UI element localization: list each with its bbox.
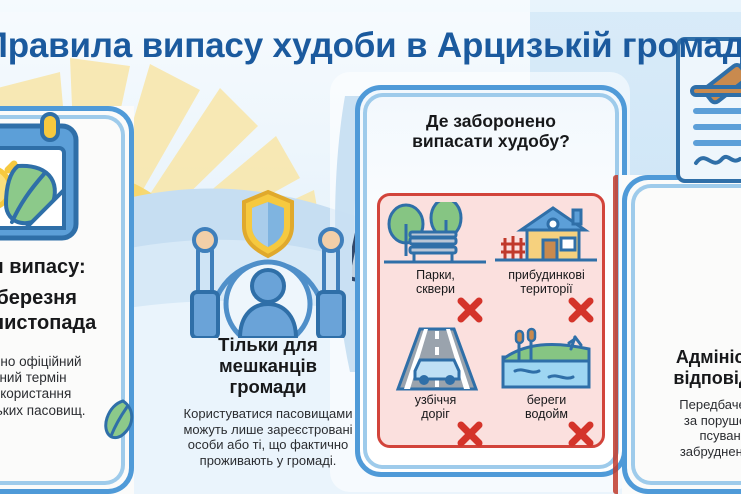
card-right-red-rail — [613, 175, 618, 494]
forbidden-card-heading: Де заборонено випасати худобу? — [412, 111, 570, 152]
forbidden-item-label: Парки, сквери — [415, 268, 456, 296]
season-card-title: Сезон випасу: — [0, 256, 86, 278]
forbidden-item-parks: Парки, сквери — [380, 196, 491, 323]
card-right-inner-border — [631, 184, 741, 485]
red-x-icon — [568, 421, 594, 447]
gavel-document-seal-icon — [668, 21, 741, 193]
park-bench-trees-icon — [380, 197, 491, 266]
house-fence-icon — [491, 202, 602, 266]
forbidden-item-house-areas: прибудинкові території — [491, 196, 602, 323]
forbidden-item-label: прибудинкові території — [508, 268, 585, 296]
forbidden-items-grid: Парки, сквери — [377, 193, 605, 448]
liability-card-heading: Адміністративна відповідальність — [673, 347, 741, 388]
residents-text-block: Тільки для мешканців громади Користувати… — [160, 334, 376, 469]
leaf-icon — [101, 398, 137, 442]
residents-card-description: Користуватися пасовищами можуть лише зар… — [183, 406, 353, 469]
red-x-icon — [457, 297, 483, 323]
card-right-outer-border — [622, 175, 741, 494]
red-x-icon — [568, 297, 594, 323]
road-car-icon — [380, 327, 491, 391]
liability-card-description: Передбачені покарання за порушення прави… — [679, 397, 741, 459]
water-reeds-icon — [491, 327, 602, 391]
card-forbidden-places: Де заборонено випасати худобу? — [355, 85, 627, 477]
red-x-icon — [457, 421, 483, 447]
calendar-sun-leaf-icon — [0, 112, 94, 250]
gate-person-shield-icon — [182, 186, 354, 349]
forbidden-item-label: узбіччя доріг — [414, 392, 457, 421]
residents-card-title: Тільки для мешканців громади — [218, 334, 318, 398]
card-left-inner-border — [0, 115, 125, 485]
season-card-dates: з 15 березня по 15 листопада — [0, 287, 97, 334]
forbidden-item-water-banks: береги водойм — [491, 321, 602, 447]
season-card-description: Визначено офіційний щорічний термін для … — [0, 354, 86, 418]
card-administrative-liability: Адміністративна відповідальність Передба… — [613, 37, 741, 494]
forbidden-item-label: береги водойм — [525, 392, 568, 421]
forbidden-item-roadsides: узбіччя доріг — [380, 321, 491, 447]
